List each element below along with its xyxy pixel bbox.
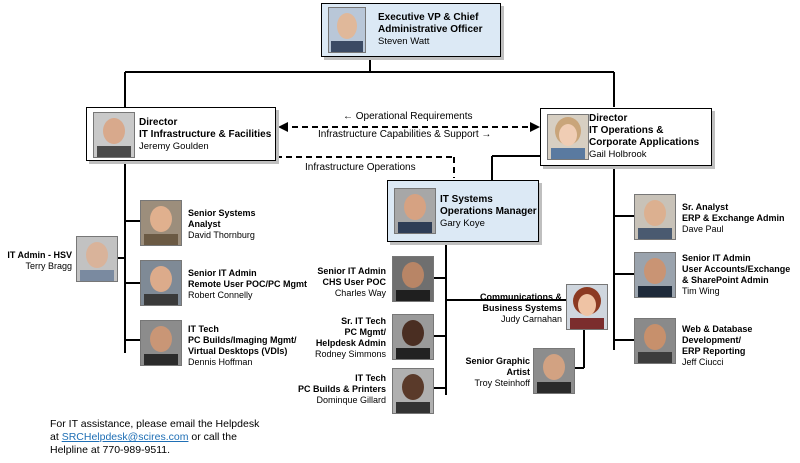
staff-hoffman-title-1: IT Tech [188, 324, 219, 334]
staff-paul-title-2: ERP & Exchange Admin [682, 213, 785, 223]
staff-hoffman-title-3: Virtual Desktops (VDIs) [188, 346, 288, 356]
person-photo-icon [393, 369, 433, 413]
systems-manager-title-1: IT Systems [440, 194, 493, 205]
staff-carnahan-name: Judy Carnahan [500, 314, 562, 324]
director-infrastructure-box: Director IT Infrastructure & Facilities … [86, 107, 276, 161]
staff-simmons-title-2: PC Mgmt/ [344, 327, 387, 337]
staff-gillard-title-2: PC Builds & Printers [297, 384, 386, 394]
systems-manager-box: IT Systems Operations Manager Gary Koye [387, 180, 539, 242]
director-infrastructure-photo [93, 112, 135, 158]
staff-photo-wing [634, 252, 676, 298]
infrastructure-operations-label: Infrastructure Operations [305, 162, 416, 173]
systems-manager-photo [394, 188, 436, 234]
staff-connelly-name: Robert Connelly [188, 290, 253, 300]
staff-steinhoff-title-2: Artist [506, 367, 530, 377]
staff-wing-title-2: User Accounts/Exchange [682, 264, 791, 274]
director-operations-name: Gail Holbrook [589, 149, 647, 160]
staff-ciucci-name: Jeff Ciucci [682, 357, 724, 367]
person-photo-icon [635, 253, 675, 297]
staff-steinhoff-name: Troy Steinhoff [474, 378, 530, 388]
staff-bragg-title: IT Admin - HSV [7, 250, 72, 260]
staff-thornburg-title-2: Analyst [188, 219, 221, 229]
person-photo-icon [393, 257, 433, 301]
person-photo-icon [141, 321, 181, 365]
staff-way-name: Charles Way [334, 288, 386, 298]
staff-simmons-name: Rodney Simmons [314, 349, 386, 359]
staff-simmons-title-1: Sr. IT Tech [341, 316, 386, 326]
staff-photo-steinhoff [533, 348, 575, 394]
person-photo-icon [329, 8, 365, 52]
director-operations-photo [547, 114, 589, 160]
footer-at: at [50, 431, 62, 443]
exec-title-1: Executive VP & Chief [378, 12, 479, 23]
staff-ciucci-title-3: ERP Reporting [682, 346, 746, 356]
helpdesk-footer: For IT assistance, please email the Help… [50, 418, 259, 457]
systems-manager-title-2: Operations Manager [440, 206, 537, 217]
director-operations-title-3: Corporate Applications [589, 137, 700, 148]
director-operations-title-1: Director [589, 113, 628, 124]
staff-thornburg-title-1: Senior Systems [188, 208, 256, 218]
director-infrastructure-name: Jeremy Goulden [139, 141, 209, 152]
staff-wing-title-3: & SharePoint Admin [682, 275, 769, 285]
exec-name: Steven Watt [378, 36, 430, 47]
staff-photo-carnahan [566, 284, 608, 330]
staff-thornburg-name: David Thornburg [188, 230, 255, 240]
staff-carnahan-title-2: Business Systems [482, 303, 562, 313]
staff-gillard-name: Dominque Gillard [316, 395, 386, 405]
director-infrastructure-title-2: IT Infrastructure & Facilities [139, 129, 272, 140]
staff-paul-title-1: Sr. Analyst [682, 202, 729, 212]
person-photo-icon [567, 285, 607, 329]
person-photo-icon [77, 237, 117, 281]
director-operations-title-2: IT Operations & [589, 125, 664, 136]
footer-line-3: Helpline at 770-989-9511. [50, 444, 171, 456]
person-photo-icon [635, 195, 675, 239]
exec-photo [328, 7, 366, 53]
staff-carnahan-title-1: Communications & [479, 292, 562, 302]
staff-bragg-name: Terry Bragg [25, 261, 72, 271]
staff-photo-hoffman [140, 320, 182, 366]
footer-line-1: For IT assistance, please email the Help… [50, 418, 260, 430]
staff-hoffman-title-2: PC Builds/Imaging Mgmt/ [188, 335, 297, 345]
exec-title-2: Administrative Officer [378, 24, 483, 35]
staff-hoffman-name: Dennis Hoffman [188, 357, 253, 367]
staff-gillard-title-1: IT Tech [355, 373, 386, 383]
staff-way-title-1: Senior IT Admin [317, 266, 386, 276]
staff-connelly-title-1: Senior IT Admin [188, 268, 257, 278]
staff-ciucci-title-1: Web & Database [682, 324, 753, 334]
staff-steinhoff-title-1: Senior Graphic [465, 356, 530, 366]
staff-photo-way [392, 256, 434, 302]
person-photo-icon [141, 261, 181, 305]
staff-wing-name: Tim Wing [682, 286, 720, 296]
person-photo-icon [395, 189, 435, 233]
helpdesk-email-link[interactable]: SRCHelpdesk@scires.com [61, 431, 189, 443]
person-photo-icon [534, 349, 574, 393]
director-operations-box: Director IT Operations & Corporate Appli… [540, 108, 712, 166]
systems-manager-name: Gary Koye [440, 218, 485, 229]
person-photo-icon [635, 319, 675, 363]
staff-photo-bragg [76, 236, 118, 282]
staff-photo-thornburg [140, 200, 182, 246]
person-photo-icon [94, 113, 134, 157]
director-infrastructure-title-1: Director [139, 117, 178, 128]
person-photo-icon [393, 315, 433, 359]
staff-connelly-title-2: Remote User POC/PC Mgmt [188, 279, 308, 289]
staff-simmons-title-3: Helpdesk Admin [315, 338, 386, 348]
staff-wing-title-1: Senior IT Admin [682, 253, 751, 263]
exec-box: Executive VP & Chief Administrative Offi… [321, 3, 501, 57]
footer-line-2: at SRCHelpdesk@scires.com or call the [50, 431, 259, 444]
footer-line-2-rest: or call the [188, 431, 237, 443]
infrastructure-capabilities-label: Infrastructure Capabilities & Support → [318, 129, 492, 140]
staff-way-title-2: CHS User POC [322, 277, 386, 287]
staff-photo-gillard [392, 368, 434, 414]
operational-requirements-label: ← Operational Requirements [343, 111, 473, 122]
staff-photo-ciucci [634, 318, 676, 364]
person-photo-icon [548, 115, 588, 159]
staff-photo-simmons [392, 314, 434, 360]
staff-photo-connelly [140, 260, 182, 306]
staff-photo-paul [634, 194, 676, 240]
staff-ciucci-title-2: Development/ [682, 335, 742, 345]
person-photo-icon [141, 201, 181, 245]
staff-paul-name: Dave Paul [682, 224, 724, 234]
